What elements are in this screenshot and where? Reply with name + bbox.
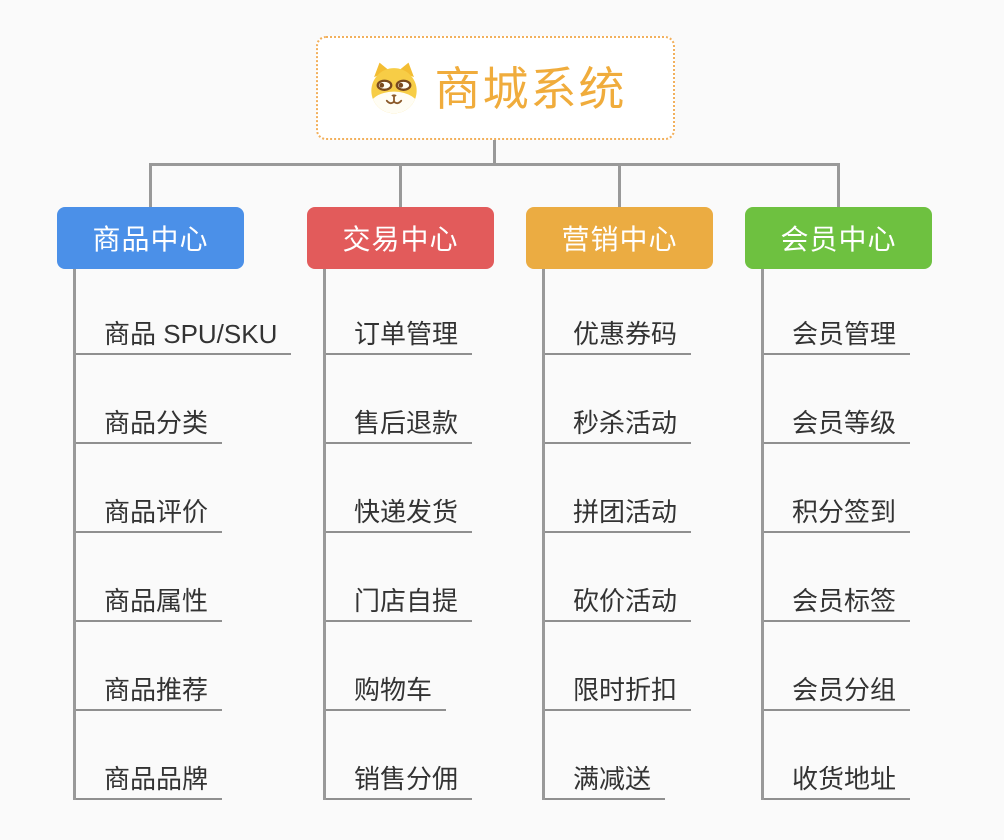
leaf-node[interactable]: 购物车 xyxy=(326,671,447,711)
leaf-node[interactable]: 商品 SPU/SKU xyxy=(76,315,292,355)
leaf-node[interactable]: 商品品牌 xyxy=(76,760,223,800)
leaf-node[interactable]: 商品分类 xyxy=(76,404,223,444)
leaf-node[interactable]: 会员标签 xyxy=(764,582,911,622)
leaf-node[interactable]: 满减送 xyxy=(545,760,666,800)
leaf-node[interactable]: 优惠券码 xyxy=(545,315,692,355)
leaf-node[interactable]: 秒杀活动 xyxy=(545,404,692,444)
branch-column-trade-center: 订单管理 售后退款 快递发货 门店自提 购物车 销售分佣 xyxy=(323,269,473,800)
branch-node-member-center[interactable]: 会员中心 xyxy=(745,207,932,269)
branch-column-marketing-center: 优惠券码 秒杀活动 拼团活动 砍价活动 限时折扣 满减送 xyxy=(542,269,692,800)
leaf-node[interactable]: 砍价活动 xyxy=(545,582,692,622)
leaf-node[interactable]: 快递发货 xyxy=(326,493,473,533)
leaf-node[interactable]: 收货地址 xyxy=(764,760,911,800)
branch-label: 交易中心 xyxy=(342,224,459,255)
leaf-node[interactable]: 销售分佣 xyxy=(326,760,473,800)
branch-column-product-center: 商品 SPU/SKU 商品分类 商品评价 商品属性 商品推荐 商品品牌 xyxy=(73,269,292,800)
leaf-node[interactable]: 售后退款 xyxy=(326,404,473,444)
leaf-node[interactable]: 会员管理 xyxy=(764,315,911,355)
leaf-node[interactable]: 会员分组 xyxy=(764,671,911,711)
leaf-node[interactable]: 订单管理 xyxy=(326,315,473,355)
leaf-node[interactable]: 积分签到 xyxy=(764,493,911,533)
branch-node-marketing-center[interactable]: 营销中心 xyxy=(526,207,713,269)
leaf-node[interactable]: 会员等级 xyxy=(764,404,911,444)
dog-face-icon xyxy=(370,62,417,114)
branch-label: 会员中心 xyxy=(780,224,897,255)
root-title: 商城系统 xyxy=(434,63,627,115)
branch-node-product-center[interactable]: 商品中心 xyxy=(57,207,244,269)
branch-label: 营销中心 xyxy=(561,224,678,255)
branch-label: 商品中心 xyxy=(92,224,209,255)
leaf-node[interactable]: 限时折扣 xyxy=(545,671,692,711)
leaf-node[interactable]: 商品评价 xyxy=(76,493,223,533)
leaf-node[interactable]: 商品推荐 xyxy=(76,671,223,711)
root-node[interactable]: 商城系统 xyxy=(316,36,675,140)
branch-column-member-center: 会员管理 会员等级 积分签到 会员标签 会员分组 收货地址 xyxy=(761,269,911,800)
leaf-node[interactable]: 商品属性 xyxy=(76,582,223,622)
leaf-node[interactable]: 拼团活动 xyxy=(545,493,692,533)
leaf-node[interactable]: 门店自提 xyxy=(326,582,473,622)
branch-node-trade-center[interactable]: 交易中心 xyxy=(307,207,494,269)
